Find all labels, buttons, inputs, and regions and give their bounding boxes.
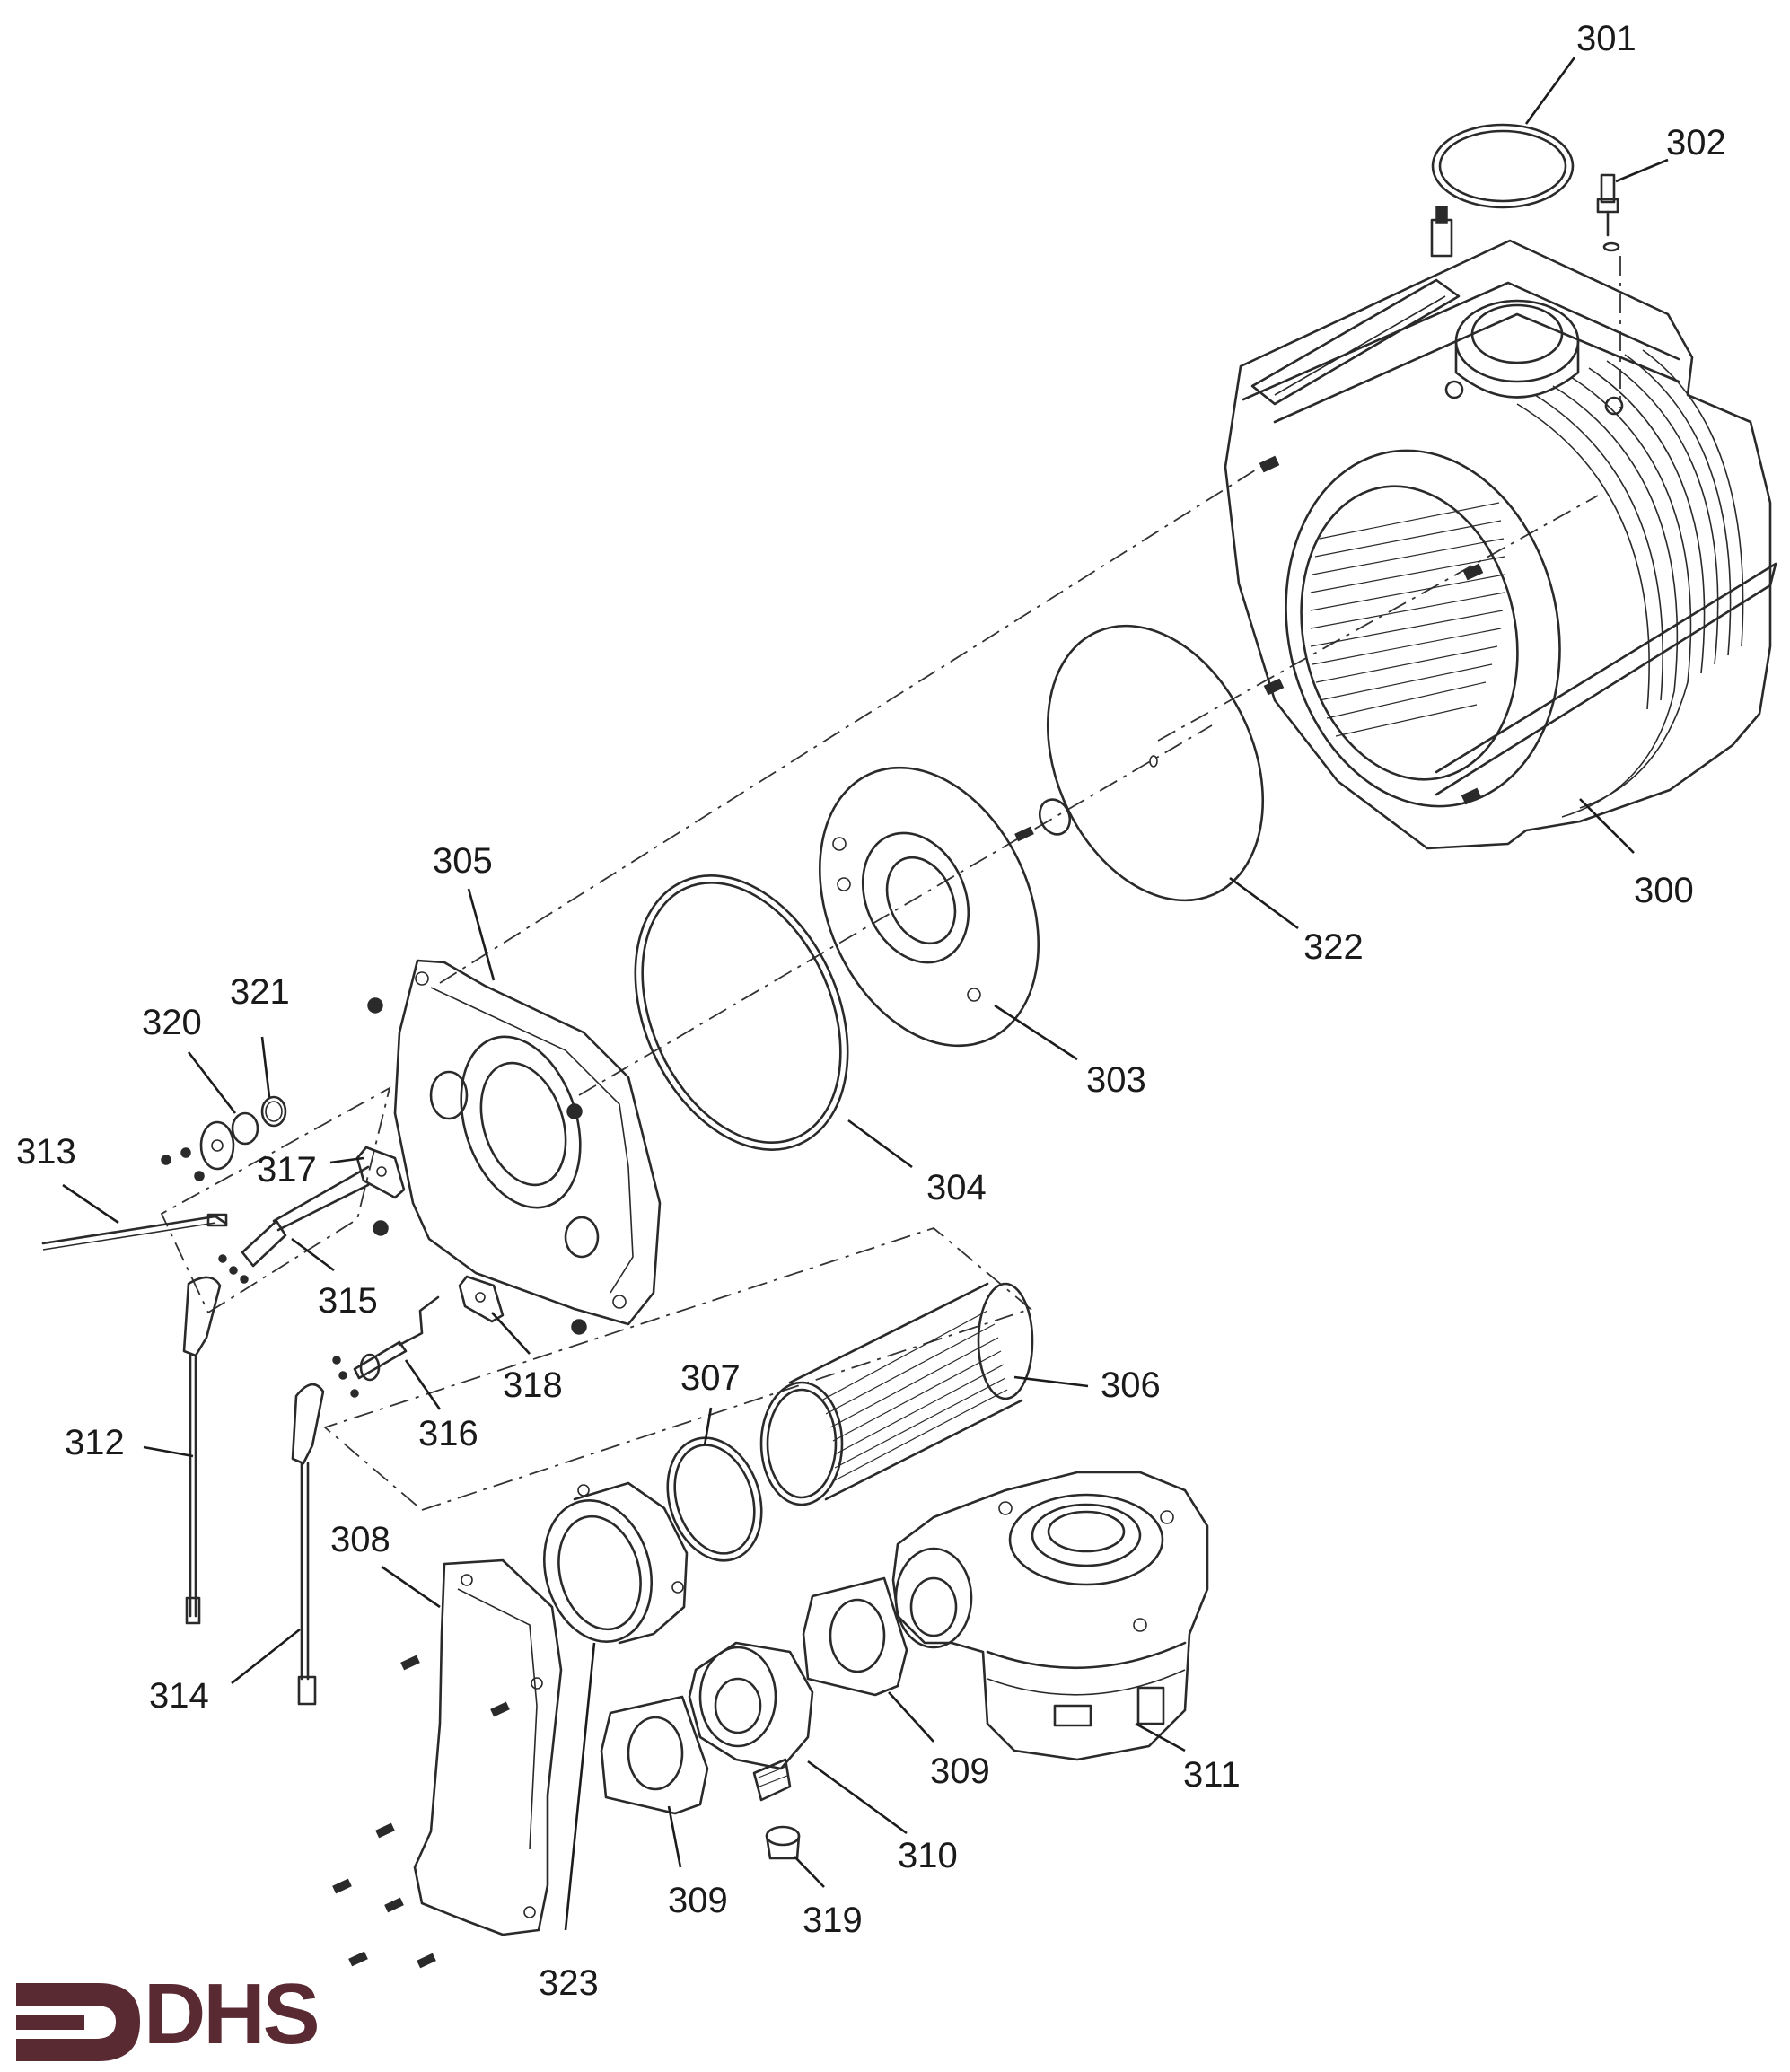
duct-screws (332, 1655, 510, 1969)
assembly-center-lines (160, 256, 1621, 1512)
burner-gasket (666, 1436, 763, 1562)
callout-310: 310 (898, 1836, 958, 1875)
callout-318: 318 (503, 1365, 563, 1405)
temperature-sensor (1596, 173, 1620, 252)
callout-319: 319 (803, 1901, 863, 1940)
burner-door (367, 959, 662, 1335)
callout-308: 308 (330, 1520, 390, 1559)
sight-glass-assembly (161, 1095, 287, 1181)
fin-ribs (1435, 349, 1777, 818)
callout-306: 306 (1101, 1365, 1161, 1405)
blower-gasket-lower (600, 1695, 709, 1815)
burner-door-o-ring (634, 874, 849, 1151)
gas-inlet-nipple (765, 1825, 801, 1860)
callout-320: 320 (142, 1003, 202, 1042)
callout-311: 311 (1183, 1755, 1241, 1795)
callout-labels: 301 302 300 322 305 303 304 320 321 313 … (16, 19, 1726, 2003)
burner-tube (759, 1282, 1034, 1506)
callout-321: 321 (230, 972, 290, 1012)
air-inlet-duct (332, 1558, 563, 1969)
blower-gasket-upper (802, 1576, 908, 1697)
coil-hatching (1310, 502, 1505, 737)
ignition-wire (41, 1213, 228, 1251)
combustion-blower (891, 1471, 1209, 1761)
callout-322: 322 (1303, 927, 1364, 967)
callout-301: 301 (1576, 19, 1636, 58)
callout-315: 315 (318, 1281, 378, 1321)
housing-bolts (1259, 206, 1624, 805)
top-flue-collar (1250, 278, 1580, 406)
ignition-cable (182, 1276, 222, 1625)
callout-305: 305 (433, 841, 493, 881)
flame-sensor-cable (291, 1383, 325, 1706)
callout-316: 316 (418, 1414, 478, 1453)
gas-valve-adapter (688, 1641, 814, 1802)
callout-309-upper: 309 (930, 1752, 990, 1791)
callout-304: 304 (926, 1168, 987, 1207)
callout-317: 317 (257, 1150, 317, 1190)
leader-lines (62, 57, 1669, 1931)
callout-303: 303 (1086, 1060, 1146, 1100)
callout-323: 323 (539, 1963, 599, 2003)
dhs-logo-mark (16, 1983, 140, 2061)
mixing-flange (542, 1481, 689, 1645)
burner-mesh (820, 1310, 1008, 1482)
ignition-electrode (218, 1165, 370, 1284)
dhs-logo-text: DHS (144, 1966, 320, 2062)
insulation-disc (1014, 624, 1265, 902)
flame-rod (332, 1295, 440, 1398)
refractory-plate (819, 766, 1040, 1048)
flame-rod-gasket (458, 1275, 505, 1323)
callout-314: 314 (149, 1676, 209, 1716)
callout-313: 313 (16, 1132, 76, 1172)
callout-300: 300 (1634, 871, 1694, 910)
heat-exchanger-housing (1224, 206, 1777, 850)
flue-ring-gasket (1431, 123, 1575, 209)
callout-302: 302 (1666, 123, 1726, 162)
callout-312: 312 (65, 1423, 125, 1462)
callout-309-lower: 309 (668, 1881, 728, 1920)
callout-307: 307 (680, 1358, 741, 1398)
